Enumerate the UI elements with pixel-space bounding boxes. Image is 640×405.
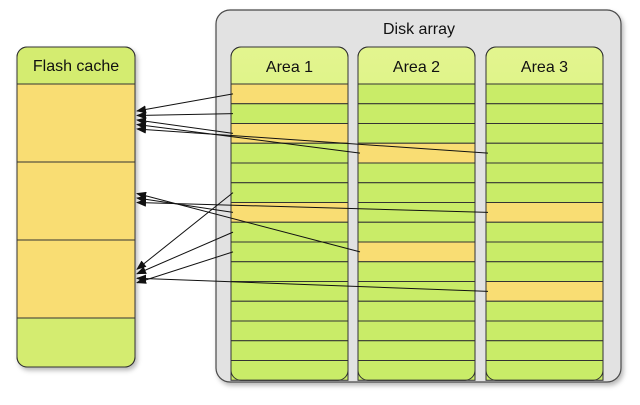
disk-block [230, 320, 349, 342]
flash-cache-body [16, 46, 136, 368]
disk-block [357, 281, 476, 302]
disk-block [357, 300, 476, 322]
disk-block [230, 281, 349, 302]
disk-block [230, 162, 349, 184]
disk-block [230, 103, 349, 124]
disk-block [230, 261, 349, 282]
disk-block [357, 83, 476, 105]
disk-areas: Area 1 Area 2 Area 3 [230, 46, 604, 381]
cache-arrow [136, 93, 234, 114]
cache-arrow [136, 251, 234, 284]
cache-arrow [136, 192, 234, 270]
disk-block [230, 142, 349, 164]
cached-block [230, 83, 349, 105]
cache-segment-2 [16, 161, 136, 241]
disk-block [230, 300, 349, 322]
disk-block [485, 182, 604, 203]
disk-block [485, 123, 604, 144]
disk-block [485, 320, 604, 342]
disk-block [357, 202, 476, 223]
disk-area-2: Area 2 [357, 46, 476, 381]
cache-arrow [136, 274, 489, 292]
disk-block [230, 221, 349, 243]
flash-cache-outline [16, 46, 136, 368]
disk-block [357, 182, 476, 203]
flash-cache: Flash cache [16, 46, 136, 368]
cache-arrow [136, 195, 234, 213]
disk-block [485, 142, 604, 164]
disk-block [485, 83, 604, 105]
cache-arrow [136, 121, 361, 154]
cached-block [357, 142, 476, 164]
area-label: Area 2 [393, 59, 440, 76]
cache-arrow [136, 111, 234, 120]
disk-block [485, 340, 604, 361]
cache-arrow [136, 198, 489, 213]
area-outline [230, 46, 349, 381]
flash-cache-title: Flash cache [33, 58, 119, 75]
cached-block [485, 202, 604, 223]
disk-area-3: Area 3 [485, 46, 604, 381]
disk-block [357, 261, 476, 282]
disk-block [485, 103, 604, 124]
disk-block [485, 241, 604, 263]
cache-arrow [136, 125, 489, 154]
disk-block [357, 320, 476, 342]
disk-block [485, 261, 604, 282]
disk-block [485, 162, 604, 184]
disk-block [230, 340, 349, 361]
cached-block [230, 123, 349, 144]
disk-block [230, 241, 349, 263]
disk-block [357, 162, 476, 184]
area-outline [485, 46, 604, 381]
disk-area-1: Area 1 [230, 46, 349, 381]
disk-array-title: Disk array [383, 21, 455, 38]
disk-block [230, 360, 349, 381]
cached-block [485, 281, 604, 302]
cache-segment-1 [16, 83, 136, 163]
area-label: Area 3 [521, 59, 568, 76]
area-outline [357, 46, 476, 381]
cache-arrow [136, 117, 234, 134]
cache-segment-3 [16, 239, 136, 319]
cache-arrow [136, 231, 234, 275]
area-label: Area 1 [266, 59, 313, 76]
disk-block [485, 360, 604, 381]
disk-block [357, 123, 476, 144]
disk-array: Disk array Area 1 Area 2 Area 3 [215, 9, 622, 383]
disk-block [357, 221, 476, 243]
cache-arrows [136, 93, 489, 292]
disk-block [485, 221, 604, 243]
disk-block [485, 300, 604, 322]
disk-block [230, 182, 349, 203]
cached-block [357, 241, 476, 263]
disk-block [357, 340, 476, 361]
disk-block [357, 103, 476, 124]
disk-block [357, 360, 476, 381]
